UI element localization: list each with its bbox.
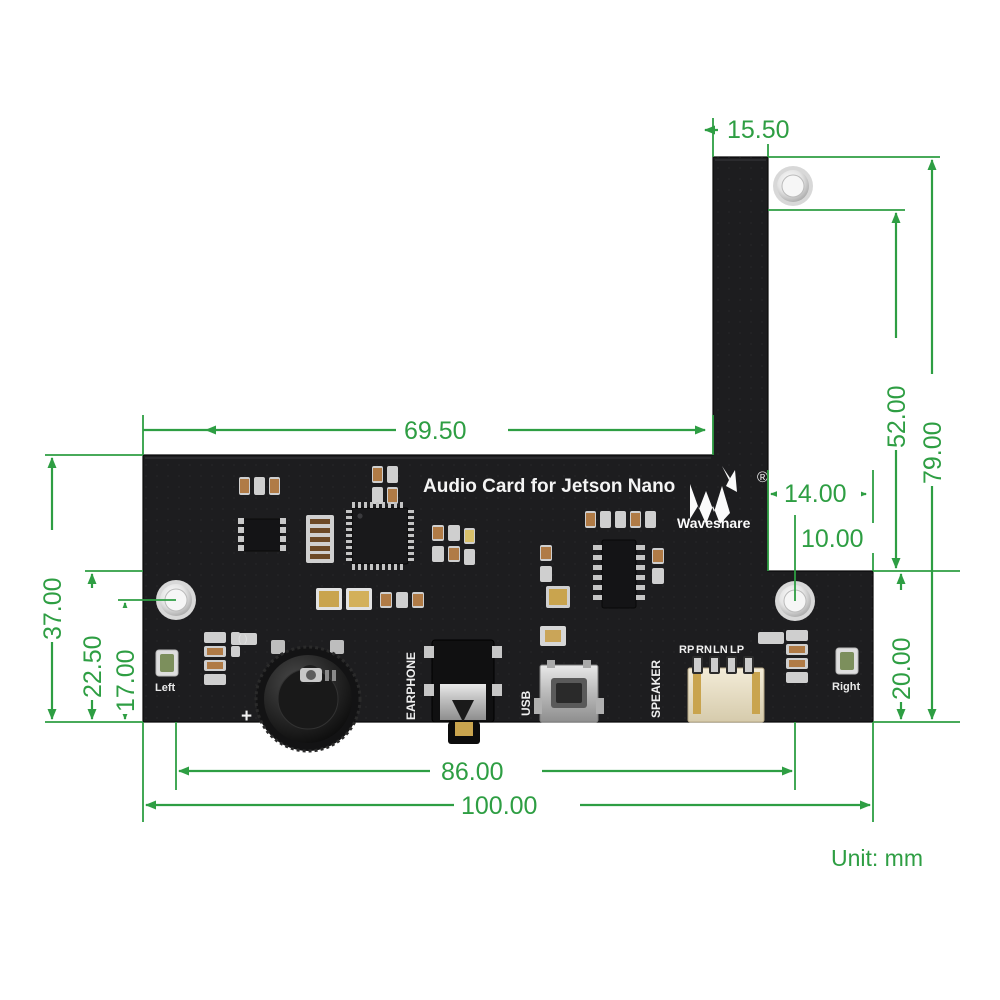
speaker-pin-rp-label: RP (679, 644, 694, 656)
earphone-label: EARPHONE (404, 652, 418, 720)
micro-usb-port (534, 660, 604, 723)
dimension-label-79-00: 79.00 (919, 421, 947, 484)
board-title: Audio Card for Jetson Nano (423, 476, 675, 497)
mounting-hole-top-right (773, 166, 813, 206)
dimension-body-height-right: 20.00 (887, 573, 917, 720)
dimension-label-17-00: 17.00 (112, 649, 140, 712)
dimension-inner-width: 86.00 (178, 755, 793, 787)
dimension-label-20-00: 20.00 (888, 637, 916, 700)
led-right-label: Right (832, 681, 860, 693)
svg-text:( ): ( ) (238, 634, 247, 645)
earphone-jack (424, 639, 502, 744)
registered-mark-icon: ® (757, 469, 768, 486)
dimension-body-top-width: 69.50 (143, 414, 706, 446)
dimension-label-100-00: 100.00 (461, 792, 537, 820)
speaker-pin-rn-label: RN (696, 644, 712, 656)
dimension-body-height-left: 37.00 (38, 457, 68, 720)
brand-label: Waveshare (677, 515, 751, 531)
dimension-label-69-50: 69.50 (404, 417, 467, 445)
unit-note: Unit: mm (831, 845, 923, 871)
dimension-total-height: 79.00 (918, 159, 948, 720)
dimension-tab-height: 52.00 (882, 212, 912, 569)
dimension-total-width: 100.00 (145, 789, 871, 821)
dimension-hole-right-x: 14.00 (770, 478, 867, 508)
led-left-label: Left (155, 682, 176, 694)
pcb-components: ( ) (155, 466, 859, 753)
polarity-plus-label: + (241, 706, 252, 727)
dimension-label-37-00: 37.00 (39, 577, 67, 640)
dimension-label-52-00: 52.00 (883, 385, 911, 448)
dimension-hole-left-y: 22.50 (78, 573, 108, 720)
dimension-label-10-00: 10.00 (801, 525, 864, 553)
dimension-label-14-00: 14.00 (784, 480, 847, 508)
waveshare-logo (690, 466, 737, 524)
speaker-pin-lp-label: LP (730, 644, 744, 656)
dimension-tab-width: 15.50 (704, 114, 790, 144)
dimension-hole-right-edge: 10.00 (796, 523, 880, 553)
usb-label: USB (519, 690, 533, 716)
dimension-led-left-y: 17.00 (111, 602, 141, 720)
dimension-label-22-50: 22.50 (79, 635, 107, 698)
dimension-extension-lines (45, 118, 960, 822)
dimension-label-86-00: 86.00 (441, 758, 504, 786)
speaker-label: SPEAKER (649, 660, 663, 718)
volume-potentiometer (254, 640, 362, 753)
speaker-pin-ln-label: LN (713, 644, 728, 656)
speaker-connector (687, 656, 765, 723)
dimension-label-15-50: 15.50 (727, 116, 790, 144)
